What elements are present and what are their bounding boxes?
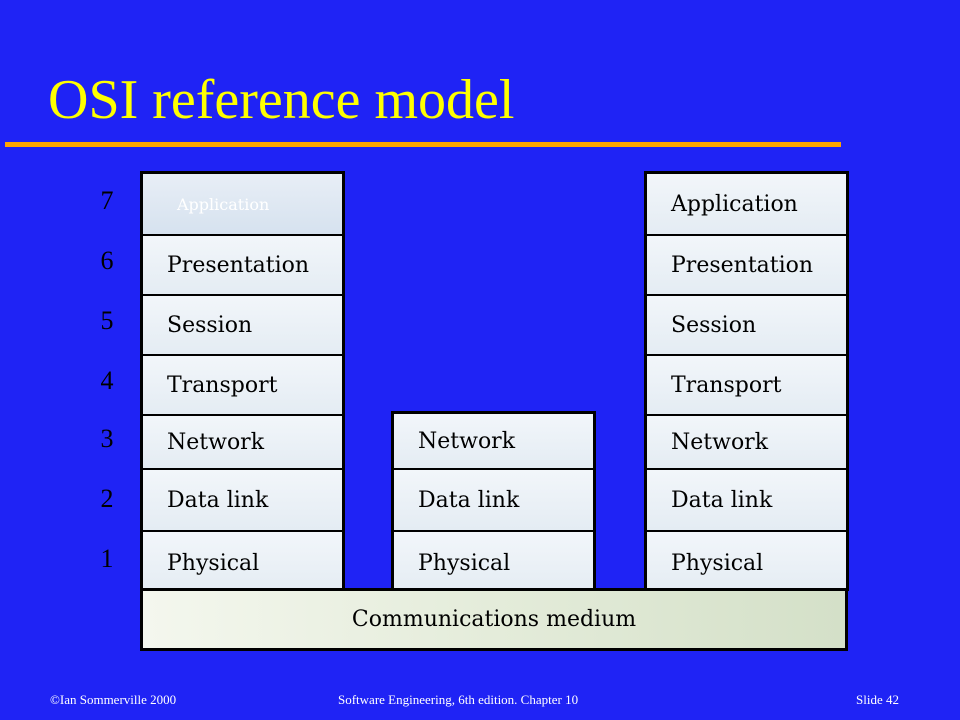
right-layer-presentation: Presentation <box>647 236 846 296</box>
left-layer-application: Application <box>143 174 342 236</box>
layer-number-4: 4 <box>100 366 114 395</box>
left-layer-presentation: Presentation <box>143 236 342 296</box>
right-layer-session: Session <box>647 296 846 356</box>
router-stack: Network Data link Physical <box>391 411 596 594</box>
right-layer-data-link: Data link <box>647 470 846 532</box>
right-layer-network: Network <box>647 416 846 470</box>
left-layer-network: Network <box>143 416 342 470</box>
layer-number-2: 2 <box>100 484 114 513</box>
title-underline <box>5 142 841 147</box>
middle-layer-physical: Physical <box>394 532 593 594</box>
layer-number-5: 5 <box>100 306 114 335</box>
layer-number-7: 7 <box>100 186 114 215</box>
footer-copyright: ©Ian Sommerville 2000 <box>50 692 177 707</box>
footer-slide-number: Slide 42 <box>856 692 899 707</box>
right-host-stack: Application Presentation Session Transpo… <box>644 171 849 594</box>
left-layer-data-link: Data link <box>143 470 342 532</box>
footer-book-title: Software Engineering, 6th edition. Chapt… <box>338 692 579 707</box>
left-layer-physical: Physical <box>143 532 342 594</box>
communications-medium: Communications medium <box>140 588 848 651</box>
middle-layer-network: Network <box>394 414 593 470</box>
right-layer-physical: Physical <box>647 532 846 594</box>
layer-number-3: 3 <box>100 424 114 453</box>
left-layer-transport: Transport <box>143 356 342 416</box>
layer-number-6: 6 <box>100 246 114 275</box>
right-layer-application: Application <box>647 174 846 236</box>
middle-layer-data-link: Data link <box>394 470 593 532</box>
slide-title: OSI reference model <box>48 69 515 131</box>
left-layer-session: Session <box>143 296 342 356</box>
right-layer-transport: Transport <box>647 356 846 416</box>
layer-number-1: 1 <box>100 544 114 573</box>
left-host-stack: Application Presentation Session Transpo… <box>140 171 345 594</box>
